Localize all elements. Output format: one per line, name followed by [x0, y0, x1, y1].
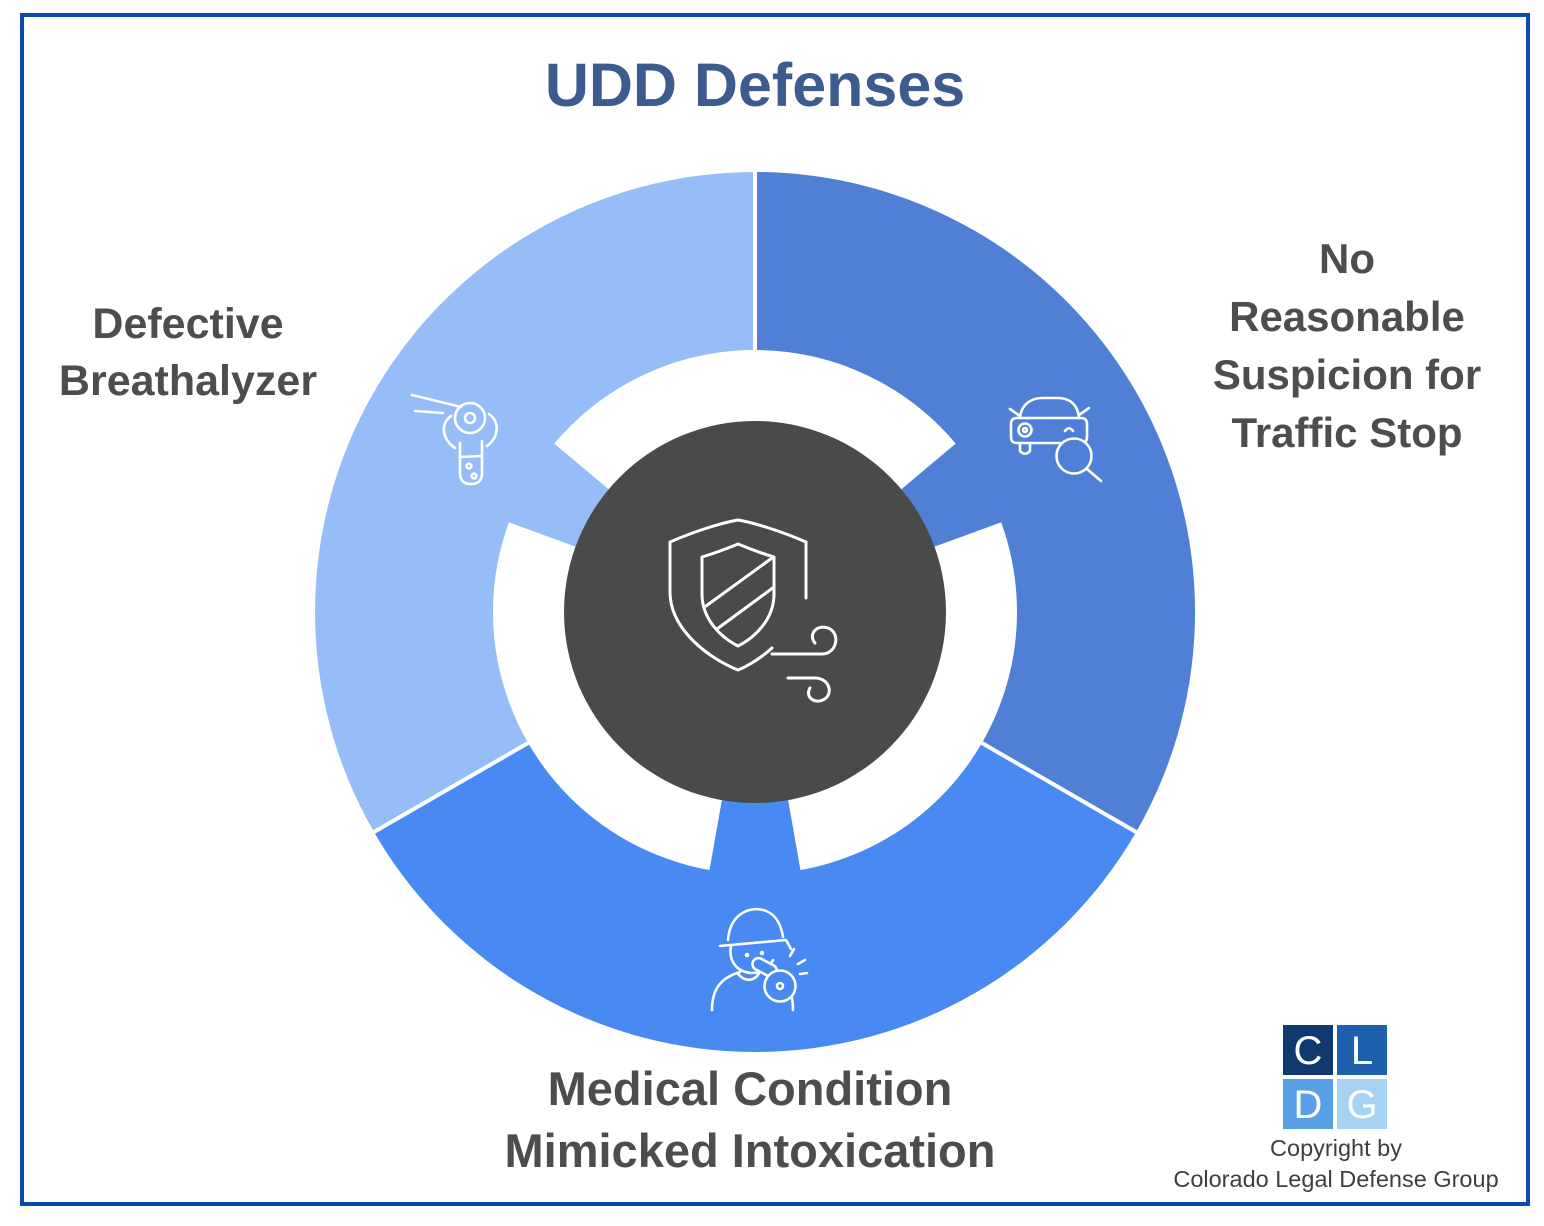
logo-square-c	[1283, 1025, 1333, 1075]
label-line: Suspicion for	[1212, 350, 1482, 398]
shield-stripe-1	[704, 556, 774, 608]
right-grip-arc	[485, 412, 498, 448]
logo-letter-l: L	[1351, 1029, 1373, 1073]
tube-bubble-1	[465, 462, 473, 470]
tube-bubble-2	[470, 472, 478, 480]
car-mirror-left	[1008, 407, 1022, 418]
label-line: Breathalyzer	[58, 356, 318, 405]
logo-square-g	[1337, 1079, 1387, 1129]
sensor-ring	[453, 401, 487, 435]
magnifier-lens	[1055, 437, 1093, 475]
label-defective-breathalyzer: Defective Breathalyzer	[28, 296, 348, 410]
person-breath-test-icon	[710, 907, 809, 1012]
magnifier-handle	[1085, 467, 1103, 483]
burst-line-2	[796, 958, 807, 966]
car-mirror-right	[1077, 406, 1091, 417]
copyright-line: Colorado Legal Defense Group	[1173, 1166, 1499, 1193]
logo-square-d	[1283, 1079, 1333, 1129]
segment-divider-lower-right	[980, 741, 1138, 834]
headlight-wink	[1063, 426, 1075, 433]
segment-no-reasonable-suspicion	[755, 172, 1196, 832]
shield-stripe-2	[715, 585, 776, 631]
logo-letter-d: D	[1294, 1083, 1323, 1127]
copyright-line: Copyright by	[1270, 1135, 1402, 1161]
headlight-dot	[1021, 426, 1029, 434]
label-line: Reasonable	[1229, 292, 1465, 340]
label-line: Defective	[92, 300, 284, 348]
inner-shield	[700, 542, 776, 648]
cldg-logo: C L D G	[1283, 1025, 1387, 1129]
burst-line-3	[798, 971, 809, 976]
wind-line-top	[770, 625, 838, 656]
segment-defective-breathalyzer	[315, 172, 755, 832]
logo-square-l	[1337, 1025, 1387, 1075]
segment-divider-lower-left	[372, 741, 530, 834]
car-wheel	[1018, 441, 1032, 456]
device-body	[763, 969, 797, 1003]
cap-dome	[726, 907, 785, 942]
label-medical-condition: Medical Condition Mimicked Intoxication	[395, 1058, 1105, 1182]
headlight-ring	[1017, 422, 1033, 438]
motion-line-1	[410, 393, 463, 409]
wind-line-bottom	[786, 676, 831, 703]
breathalyzer-icon	[410, 393, 498, 486]
logo-letter-g: G	[1346, 1083, 1377, 1127]
device-dot	[775, 981, 785, 991]
label-no-reasonable-suspicion: No Reasonable Suspicion for Traffic Stop	[1182, 230, 1512, 462]
left-grip-arc	[442, 414, 457, 450]
cap-brim	[718, 938, 793, 951]
motion-line-2	[413, 409, 445, 415]
page-title: UDD Defenses	[544, 51, 966, 119]
label-line: Traffic Stop	[1231, 408, 1463, 456]
shield-outline	[668, 518, 808, 672]
copyright-notice: Copyright by Colorado Legal Defense Grou…	[1150, 1133, 1522, 1195]
eye-right	[759, 950, 765, 956]
segment-medical-condition	[374, 743, 1137, 1052]
label-line: No	[1319, 235, 1375, 282]
label-line: Mimicked Intoxication	[504, 1124, 996, 1178]
burst-line-1	[788, 947, 796, 958]
car-inspection-icon	[1008, 396, 1103, 483]
sensor-dot	[463, 411, 477, 425]
shoulder-left	[710, 970, 742, 1012]
shield-wind-icon	[668, 518, 838, 703]
label-line: Medical Condition	[547, 1062, 953, 1115]
logo-letter-c: C	[1294, 1029, 1323, 1073]
collar	[736, 969, 762, 981]
eye-left	[744, 952, 750, 958]
tube-crossline	[458, 454, 484, 459]
tube-body	[458, 439, 484, 486]
center-circle	[564, 421, 946, 803]
car-cab	[1018, 396, 1081, 420]
